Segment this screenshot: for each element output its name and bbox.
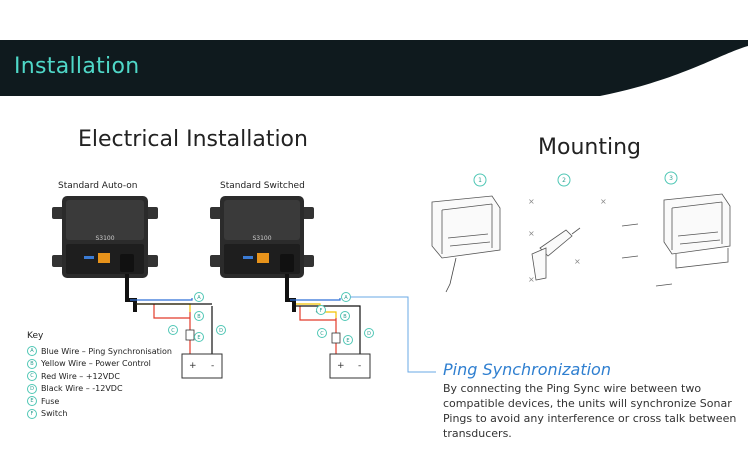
- mount-illustration-3: [621, 193, 731, 287]
- callout-right-a: A: [344, 295, 348, 301]
- svg-text:×: ×: [574, 257, 581, 266]
- battery-right-minus: -: [358, 361, 361, 371]
- key-badge-e: E: [27, 396, 37, 407]
- key-title: Key: [27, 331, 44, 341]
- banner-shape: [0, 40, 748, 96]
- key-item: C Red Wire – +12VDC: [27, 370, 172, 383]
- mount-step-1: 1: [478, 177, 482, 184]
- wires-left: [125, 274, 213, 356]
- key-item: D Black Wire – -12VDC: [27, 383, 172, 396]
- electrical-heading: Electrical Installation: [78, 127, 308, 152]
- callouts-right: A F B C D E: [316, 292, 374, 345]
- key-label: Yellow Wire – Power Control: [41, 359, 151, 369]
- svg-text:×: ×: [528, 197, 535, 206]
- callout-left-a: A: [197, 295, 201, 301]
- battery-left-plus: +: [189, 361, 197, 371]
- callouts-left: A B C D E: [168, 292, 226, 342]
- key-badge-b: B: [27, 358, 37, 369]
- callout-left-e: E: [197, 335, 200, 341]
- mount-illustration-1: [431, 195, 501, 293]
- key-label: Blue Wire – Ping Synchronisation: [41, 346, 172, 356]
- ping-sync-title: Ping Synchronization: [443, 360, 611, 379]
- key-item: E Fuse: [27, 395, 172, 408]
- device-right-model: S3100: [252, 235, 271, 242]
- callout-left-b: B: [197, 314, 201, 320]
- device-right: S3100: [210, 196, 314, 278]
- device-left-model: S3100: [95, 235, 114, 242]
- callout-left-c: C: [171, 328, 175, 334]
- callout-right-d: D: [367, 331, 371, 337]
- switched-label: Standard Switched: [220, 181, 305, 191]
- battery-right: + -: [329, 353, 371, 379]
- banner-title: Installation: [14, 54, 140, 79]
- mount-step-2: 2: [562, 177, 566, 184]
- key-label: Fuse: [41, 396, 60, 406]
- wires-right: [285, 274, 361, 356]
- wire-key: Key A Blue Wire – Ping Synchronisation B…: [27, 331, 172, 420]
- callout-right-f: F: [320, 308, 323, 314]
- auto-on-label: Standard Auto-on: [58, 181, 138, 191]
- key-badge-a: A: [27, 346, 37, 357]
- mount-illustration-2: × × × × ×: [528, 197, 607, 284]
- key-badge-c: C: [27, 371, 37, 382]
- device-left: S3100: [52, 196, 158, 278]
- key-badge-f: F: [27, 408, 37, 419]
- callout-left-d: D: [219, 328, 223, 334]
- svg-text:×: ×: [600, 197, 607, 206]
- battery-left-minus: -: [211, 361, 214, 371]
- section-banner: Installation: [0, 40, 748, 96]
- battery-left: + -: [181, 353, 223, 379]
- svg-text:×: ×: [528, 229, 535, 238]
- key-item: F Switch: [27, 408, 172, 421]
- callout-right-b: B: [343, 314, 347, 320]
- callout-right-e: E: [346, 338, 349, 344]
- svg-text:×: ×: [528, 275, 535, 284]
- ping-leader-line: [350, 296, 436, 373]
- key-badge-d: D: [27, 383, 37, 394]
- battery-right-plus: +: [337, 361, 345, 371]
- mounting-steps: 1 2 3: [473, 171, 678, 187]
- mounting-heading: Mounting: [538, 135, 641, 160]
- key-label: Switch: [41, 409, 68, 419]
- key-item: B Yellow Wire – Power Control: [27, 358, 172, 371]
- mount-step-3: 3: [669, 175, 673, 182]
- key-label: Black Wire – -12VDC: [41, 384, 123, 394]
- ping-sync-body: By connecting the Ping Sync wire between…: [443, 382, 737, 440]
- key-label: Red Wire – +12VDC: [41, 371, 120, 381]
- callout-right-c: C: [320, 331, 324, 337]
- key-item: A Blue Wire – Ping Synchronisation: [27, 345, 172, 358]
